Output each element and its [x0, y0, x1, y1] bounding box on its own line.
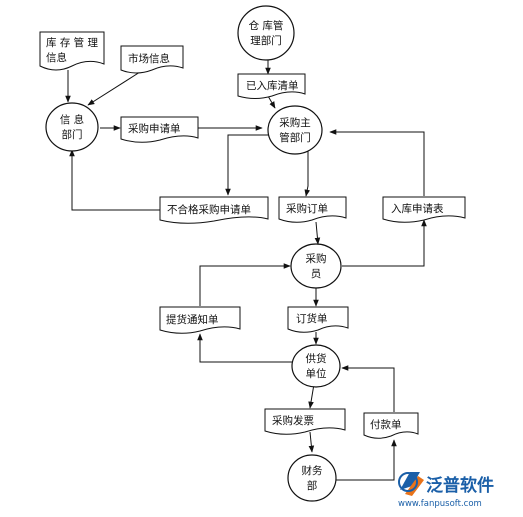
doc-purchase-order-label: 采购订单	[286, 202, 328, 215]
doc-stock-in-list-label: 已入库清单	[246, 79, 299, 92]
connectors	[65, 60, 427, 481]
arrow-market-to-info	[87, 71, 141, 106]
doc-purchase-order: 采购订单	[278, 196, 347, 223]
arrow-notice-to-buyer	[199, 263, 291, 306]
node-finance-line1: 财务	[302, 464, 323, 477]
doc-payment-form: 付款单	[363, 412, 419, 439]
node-purchase-mgr-line2: 管部门	[279, 131, 311, 144]
node-finance-line2: 部	[307, 479, 318, 492]
doc-purchase-request-label: 采购申请单	[128, 122, 181, 135]
fanpusoft-logo: 泛普软件 www.fanpusoft.com	[398, 472, 494, 509]
arrow-supplier-to-notice	[197, 333, 292, 363]
doc-market-info: 市场信息	[120, 45, 184, 74]
arrow-mgr-to-order	[304, 150, 310, 197]
node-buyer-line2: 员	[311, 268, 322, 280]
doc-delivery-notice-label: 提货通知单	[166, 313, 219, 326]
node-purchase-mgr: 采购主 管部门	[267, 105, 323, 155]
doc-inventory-info: 库 存 管 理 信息	[39, 31, 105, 71]
doc-order-form: 订货单	[287, 306, 349, 333]
node-info-dept: 信 息 部门	[45, 102, 99, 152]
node-warehouse-line2: 理部门	[250, 34, 282, 47]
node-warehouse-line1: 仓 库管	[249, 19, 284, 32]
arrow-unqualified-to-info	[69, 149, 160, 211]
node-info-dept-line2: 部门	[62, 128, 83, 141]
doc-stock-in-request: 入库申请表	[382, 196, 466, 223]
logo-name: 泛普软件	[426, 475, 494, 496]
node-info-dept-line1: 信 息	[60, 113, 84, 126]
doc-order-form-label: 订货单	[296, 312, 328, 325]
doc-market-info-label: 市场信息	[128, 52, 170, 65]
logo-url: www.fanpusoft.com	[398, 499, 482, 509]
doc-inventory-info-line2: 信息	[46, 51, 67, 64]
arrow-finance-to-payment	[336, 439, 397, 481]
arrow-payment-to-supplier	[341, 365, 395, 412]
doc-purchase-request: 采购申请单	[120, 116, 199, 143]
doc-purchase-invoice-label: 采购发票	[272, 414, 314, 427]
doc-unqualified-request-label: 不合格采购申请单	[167, 203, 251, 216]
arrow-order-to-buyer	[314, 221, 321, 245]
doc-stock-in-request-label: 入库申请表	[391, 202, 444, 215]
logo-mark-icon	[398, 472, 424, 496]
doc-purchase-invoice: 采购发票	[264, 408, 346, 435]
doc-unqualified-request: 不合格采购申请单	[159, 196, 269, 224]
arrow-buyer-to-stockin-request	[342, 219, 427, 267]
node-warehouse: 仓 库管 理部门	[237, 5, 295, 61]
arrow-mgr-to-unqualified	[225, 134, 272, 196]
node-buyer-line1: 采购	[306, 252, 327, 265]
node-purchase-mgr-line1: 采购主	[279, 116, 311, 129]
node-finance: 财务 部	[287, 454, 337, 502]
doc-inventory-info-line1: 库 存 管 理	[46, 36, 99, 49]
doc-payment-form-label: 付款单	[370, 418, 402, 431]
node-supplier: 供货 单位	[291, 344, 341, 388]
node-buyer: 采购 员	[290, 243, 342, 289]
doc-delivery-notice: 提货通知单	[159, 306, 241, 334]
arrow-invoice-to-finance	[308, 431, 315, 453]
arrow-stockin-list-to-mgr	[267, 95, 276, 109]
doc-stock-in-list: 已入库清单	[237, 73, 306, 99]
node-supplier-line1: 供货	[306, 352, 327, 365]
arrow-stockin-request-to-mgr	[329, 129, 425, 196]
node-supplier-line2: 单位	[306, 367, 327, 380]
arrow-supplier-to-invoice	[308, 383, 315, 409]
